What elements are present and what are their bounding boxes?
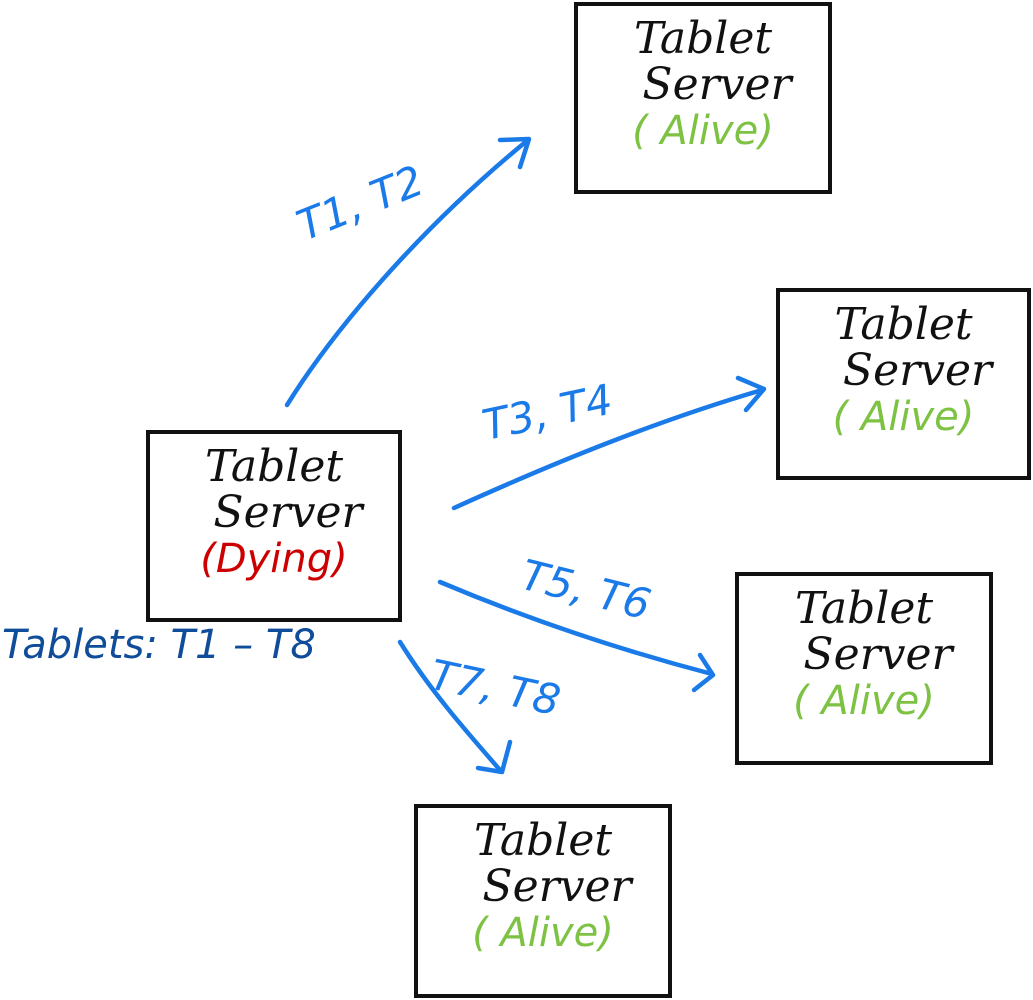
server-status-alive: ( Alive) [793,678,935,725]
arrow-shaft [451,387,765,511]
server-title-line2: Server [642,59,792,111]
server-title-line2: Server [803,629,953,681]
alive-tablet-server-top: Tablet Server ( Alive) [574,2,832,194]
arrow-head [691,652,716,693]
arrow-shaft [437,579,715,677]
arrow-head [497,136,532,170]
server-status-alive: ( Alive) [832,394,975,441]
alive-tablet-server-bottom: Tablet Server ( Alive) [414,804,672,998]
server-title-line1: Tablet [633,13,773,64]
arrow-shaft [397,639,503,773]
server-status-alive: ( Alive) [472,910,614,957]
transfer-arrow-4 [397,639,513,775]
transfer-arrow-3 [437,579,716,693]
server-title-line1: Tablet [794,583,934,634]
server-title-line2: Server [842,345,993,397]
alive-tablet-server-lower-right: Tablet Server ( Alive) [735,572,993,765]
transfer-arrow-2 [451,375,767,511]
server-title-line1: Tablet [834,299,973,350]
dying-tablet-server: Tablet Server (Dying) [146,430,402,622]
alive-tablet-server-upper-right: Tablet Server ( Alive) [776,288,1031,480]
server-title-line1: Tablet [204,441,344,492]
server-title-line2: Server [482,861,632,913]
transfer-arrow-1 [284,136,532,408]
tablets-range-label: Tablets: T1 – T8 [2,622,316,668]
server-status-alive: ( Alive) [632,108,774,155]
server-title-line1: Tablet [473,815,613,866]
server-title-line2: Server [213,487,363,539]
server-status-dying: (Dying) [200,536,348,583]
arrow-head [735,375,767,413]
arrow-shaft [284,137,531,408]
arrow-head [475,739,513,775]
